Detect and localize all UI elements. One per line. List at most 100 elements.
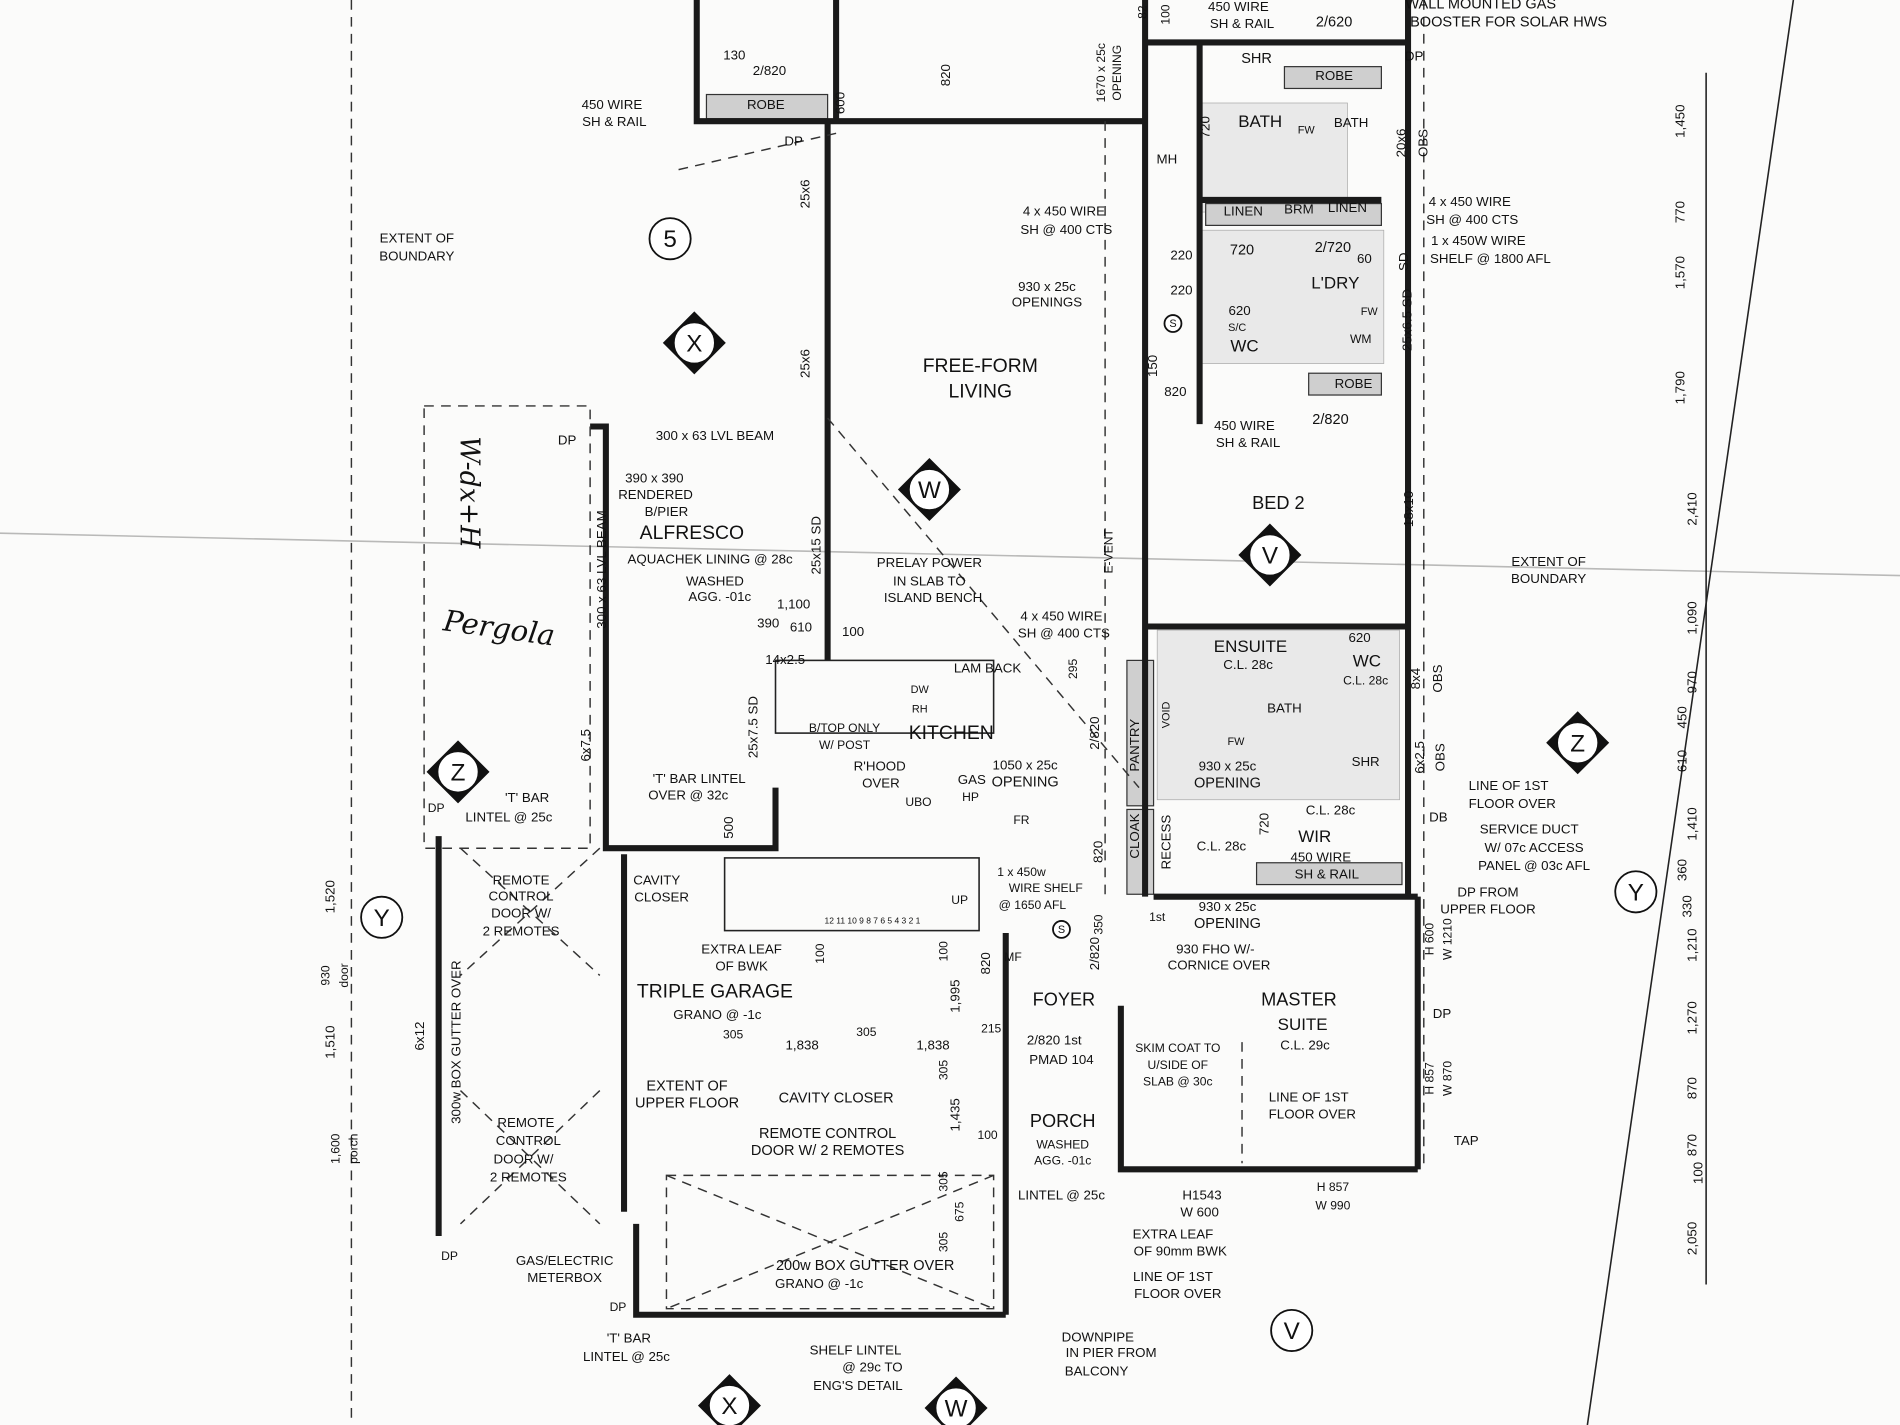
plan-label: 970 <box>1684 671 1699 693</box>
plan-label: 930 x 25c <box>1199 759 1257 774</box>
plan-label: 130 <box>723 47 745 62</box>
plan-label: ROBE <box>1315 68 1353 83</box>
plan-label: 2/820 <box>1312 412 1348 428</box>
plan-label: BED 2 <box>1252 493 1304 513</box>
plan-label: 450 WIRE <box>1208 0 1269 14</box>
plan-label: SH & RAIL <box>1216 435 1280 450</box>
plan-label: BALCONY <box>1065 1363 1129 1378</box>
plan-label: 1,790 <box>1672 371 1687 404</box>
plan-label: DP FROM <box>1457 885 1518 900</box>
plan-label: DP <box>784 133 803 148</box>
plan-label: DP <box>428 801 445 815</box>
plan-label: SH & RAIL <box>582 114 646 129</box>
plan-label: LINTEL @ 25c <box>1018 1188 1105 1203</box>
plan-label: 2/820 <box>753 63 786 78</box>
plan-label: C.L. 28c <box>1223 657 1273 672</box>
plan-label: RH <box>912 704 928 716</box>
plan-label: ENSUITE <box>1214 637 1287 656</box>
plan-label: S/C <box>1228 322 1246 334</box>
plan-label: C.L. 28c <box>1306 802 1356 817</box>
plan-label: DP <box>1405 49 1424 64</box>
marker-letter: Z <box>1570 730 1585 757</box>
plan-label: 215 <box>981 1021 1001 1035</box>
plan-label: OVER @ 32c <box>648 788 728 803</box>
plan-label: REMOTE CONTROL <box>759 1126 896 1142</box>
plan-label: 2,050 <box>1684 1222 1699 1255</box>
plan-label: PORCH <box>1030 1111 1096 1131</box>
plan-label: 1,838 <box>786 1037 819 1052</box>
plan-label: FW <box>1361 306 1379 318</box>
plan-label: 1,270 <box>1684 1001 1699 1034</box>
section-marker-y: Y <box>1614 870 1658 914</box>
plan-label: 620 <box>1348 630 1370 645</box>
plan-label: EXTENT OF <box>380 230 454 245</box>
plan-label: 930 <box>319 965 333 985</box>
plan-label: 100 <box>1158 4 1172 24</box>
plan-label: DOOR W/ <box>491 905 551 920</box>
plan-label: RENDERED <box>618 487 693 502</box>
marker-letter: S <box>1169 318 1176 330</box>
plan-label: CONTROL <box>496 1133 561 1148</box>
plan-label: SHELF @ 1800 AFL <box>1430 251 1551 266</box>
plan-label: 200w BOX GUTTER OVER <box>776 1258 954 1274</box>
plan-label: FREE-FORM <box>923 355 1038 377</box>
plan-label: EXTENT OF <box>646 1079 727 1095</box>
plan-label: DOOR W/ <box>494 1151 554 1166</box>
plan-label: GAS <box>958 772 986 787</box>
plan-label: FW <box>1228 736 1246 748</box>
plan-label: LIVING <box>949 380 1013 402</box>
plan-label: IN SLAB TO <box>893 573 966 588</box>
plan-label: 2 REMOTES <box>483 923 560 938</box>
section-marker-s: S <box>1163 314 1183 333</box>
plan-label: SD <box>1396 252 1411 270</box>
plan-label: RECESS <box>1159 815 1174 870</box>
plan-label: OF 90mm BWK <box>1134 1243 1227 1258</box>
section-marker-s: S <box>1052 920 1071 939</box>
plan-label: 350 <box>1092 914 1106 934</box>
plan-label: 4 x 450 WIRE <box>1020 608 1102 623</box>
plan-label: MF <box>1004 950 1021 964</box>
plan-label: LINE OF 1ST <box>1133 1269 1213 1284</box>
plan-label: WALL MOUNTED GAS <box>1405 0 1556 12</box>
plan-label: 'T' BAR <box>607 1331 651 1346</box>
marker-letter: V <box>1262 542 1279 569</box>
plan-label: FOYER <box>1033 990 1096 1010</box>
section-marker-x: X <box>697 1374 761 1425</box>
plan-label: WC <box>1230 336 1258 355</box>
plan-label: 770 <box>1672 201 1687 223</box>
plan-label: 2/720 <box>1315 240 1351 256</box>
plan-label: 305 <box>856 1025 876 1039</box>
plan-label: CAVITY <box>633 873 680 888</box>
plan-label: BOUNDARY <box>1511 571 1586 586</box>
plan-label: 390 <box>757 616 779 631</box>
plan-label: FLOOR OVER <box>1269 1106 1356 1121</box>
plan-label: EXTRA LEAF <box>1133 1226 1214 1241</box>
plan-label: 1,510 <box>322 1025 337 1058</box>
plan-label: SUITE <box>1278 1015 1328 1034</box>
plan-label: 390 x 390 <box>625 470 683 485</box>
plan-label: ROBE <box>747 97 785 112</box>
plan-label: 100 <box>977 1128 997 1142</box>
plan-label: 12 11 10 9 8 7 6 5 4 3 2 1 <box>824 915 920 925</box>
plan-label: 6x2.5 <box>1412 741 1427 774</box>
plan-label: 720 <box>1197 116 1212 138</box>
plan-label: 820 <box>1164 384 1186 399</box>
plan-label: DP <box>558 433 577 448</box>
tiled-areas <box>705 66 1403 895</box>
marker-letter: X <box>721 1393 737 1420</box>
plan-label: 1,435 <box>948 1098 963 1131</box>
plan-label: BRM <box>1284 201 1314 216</box>
plan-label: SH & RAIL <box>1295 867 1359 882</box>
plan-label: OBS <box>1415 129 1430 157</box>
plan-label: BATH <box>1238 112 1282 131</box>
plan-label: PANTRY <box>1127 719 1142 772</box>
plan-label: 1,600 <box>328 1133 342 1164</box>
plan-label: ISLAND BENCH <box>884 590 982 605</box>
plan-label: TAP <box>1454 1133 1479 1148</box>
plan-label: OBS <box>1432 743 1447 771</box>
plan-label: 6x12 <box>412 1022 427 1051</box>
marker-letter: X <box>686 330 702 357</box>
plan-label: 305 <box>937 1232 951 1252</box>
plan-label: 675 <box>952 1201 966 1221</box>
plan-label: OVER <box>862 776 900 791</box>
